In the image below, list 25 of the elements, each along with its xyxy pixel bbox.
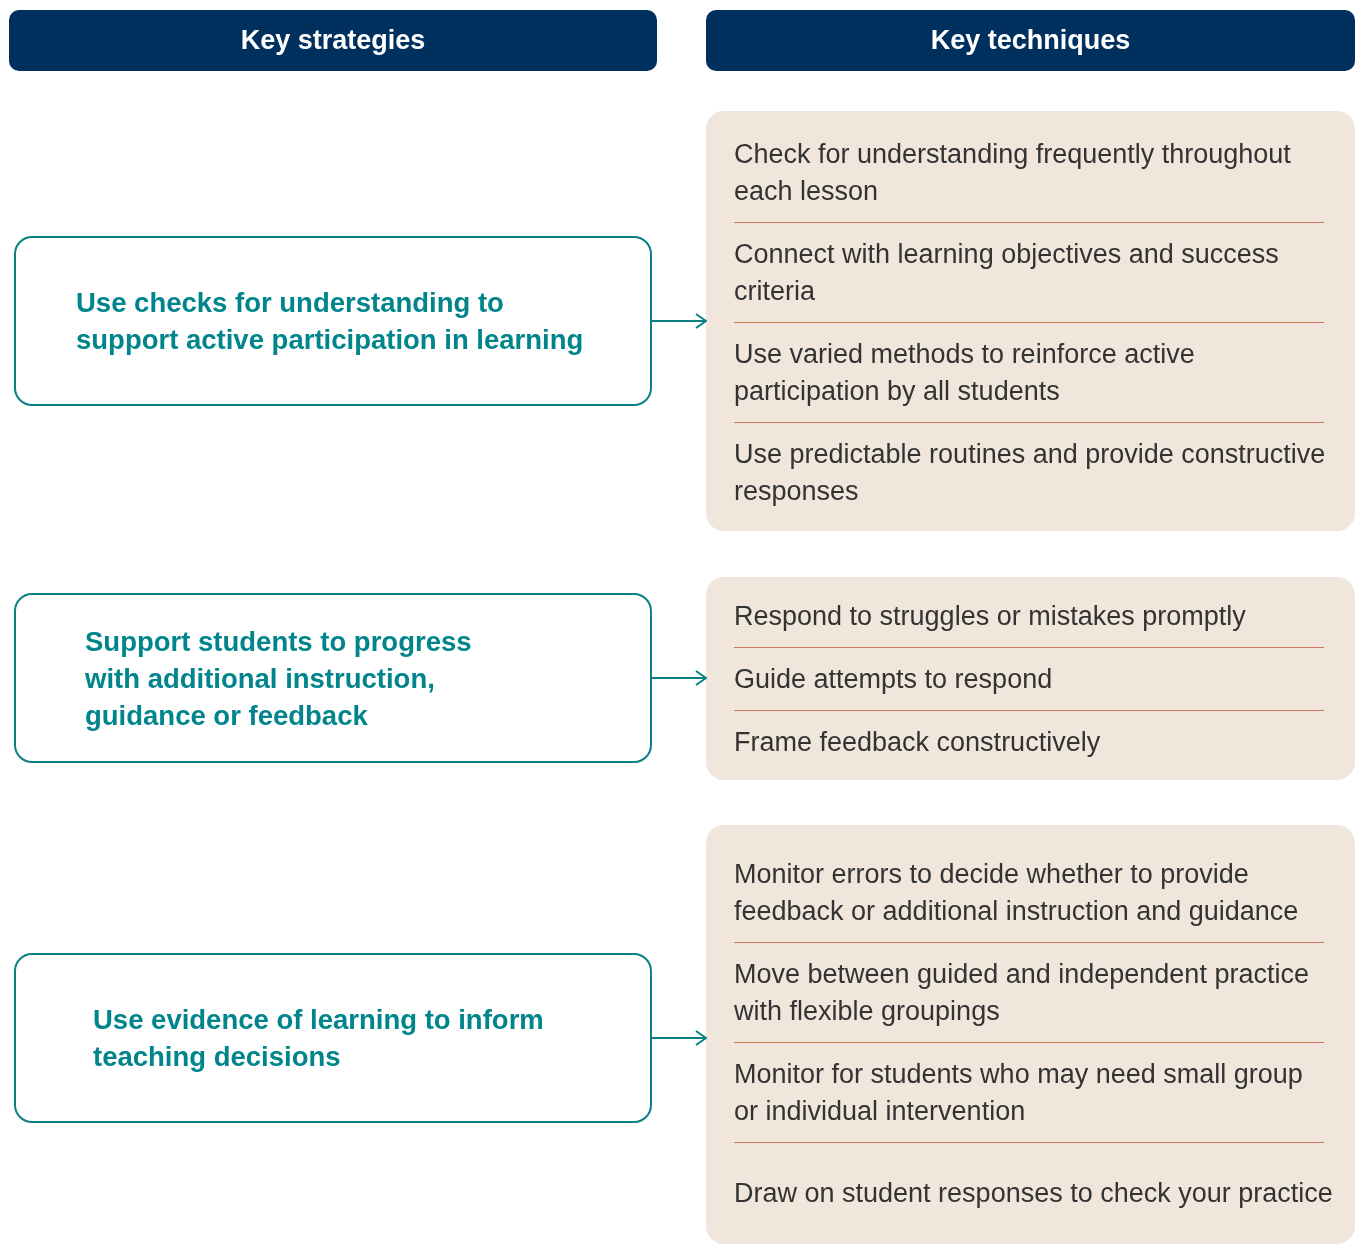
strategy-box (14, 953, 652, 1123)
column-header: Key techniques (706, 10, 1355, 71)
technique-text: Use varied methods to reinforce active participation by all students (734, 337, 1196, 408)
technique-text: Monitor errors to decide whether to provide feedback or additional instruction and guidance (734, 857, 1300, 928)
strategy-box (14, 236, 652, 406)
strategy-box (14, 593, 652, 763)
technique-panel (706, 111, 1355, 531)
column-header: Key strategies (9, 10, 657, 71)
strategy-text: Support students to progress with additional instruction, guidance or feedback (85, 624, 473, 733)
technique-text: Frame feedback constructively (734, 726, 1102, 759)
technique-text: Use predictable routines and provide constructive responses (734, 438, 1327, 508)
strategy-text: Use evidence of learning to inform teaching decisions (93, 1003, 545, 1074)
technique-text: Guide attempts to respond (734, 662, 1054, 696)
arrow (651, 670, 707, 686)
strategy-text: Use checks for understanding to support active participation in learning (76, 286, 585, 357)
arrow (651, 313, 707, 329)
arrow (651, 1030, 707, 1046)
technique-text: Respond to struggles or mistakes promptly (734, 599, 1247, 633)
technique-text: Move between guided and independent practice with flexible groupings (734, 957, 1310, 1028)
technique-panel (706, 825, 1355, 1244)
technique-text: Monitor for students who may need small group or individual intervention (734, 1057, 1304, 1128)
technique-text: Connect with learning objectives and success criteria (734, 237, 1280, 308)
technique-text: Check for understanding frequently throughout each lesson (734, 137, 1292, 208)
technique-panel (706, 577, 1355, 780)
technique-text: Draw on student responses to check your practice (734, 1176, 1334, 1210)
